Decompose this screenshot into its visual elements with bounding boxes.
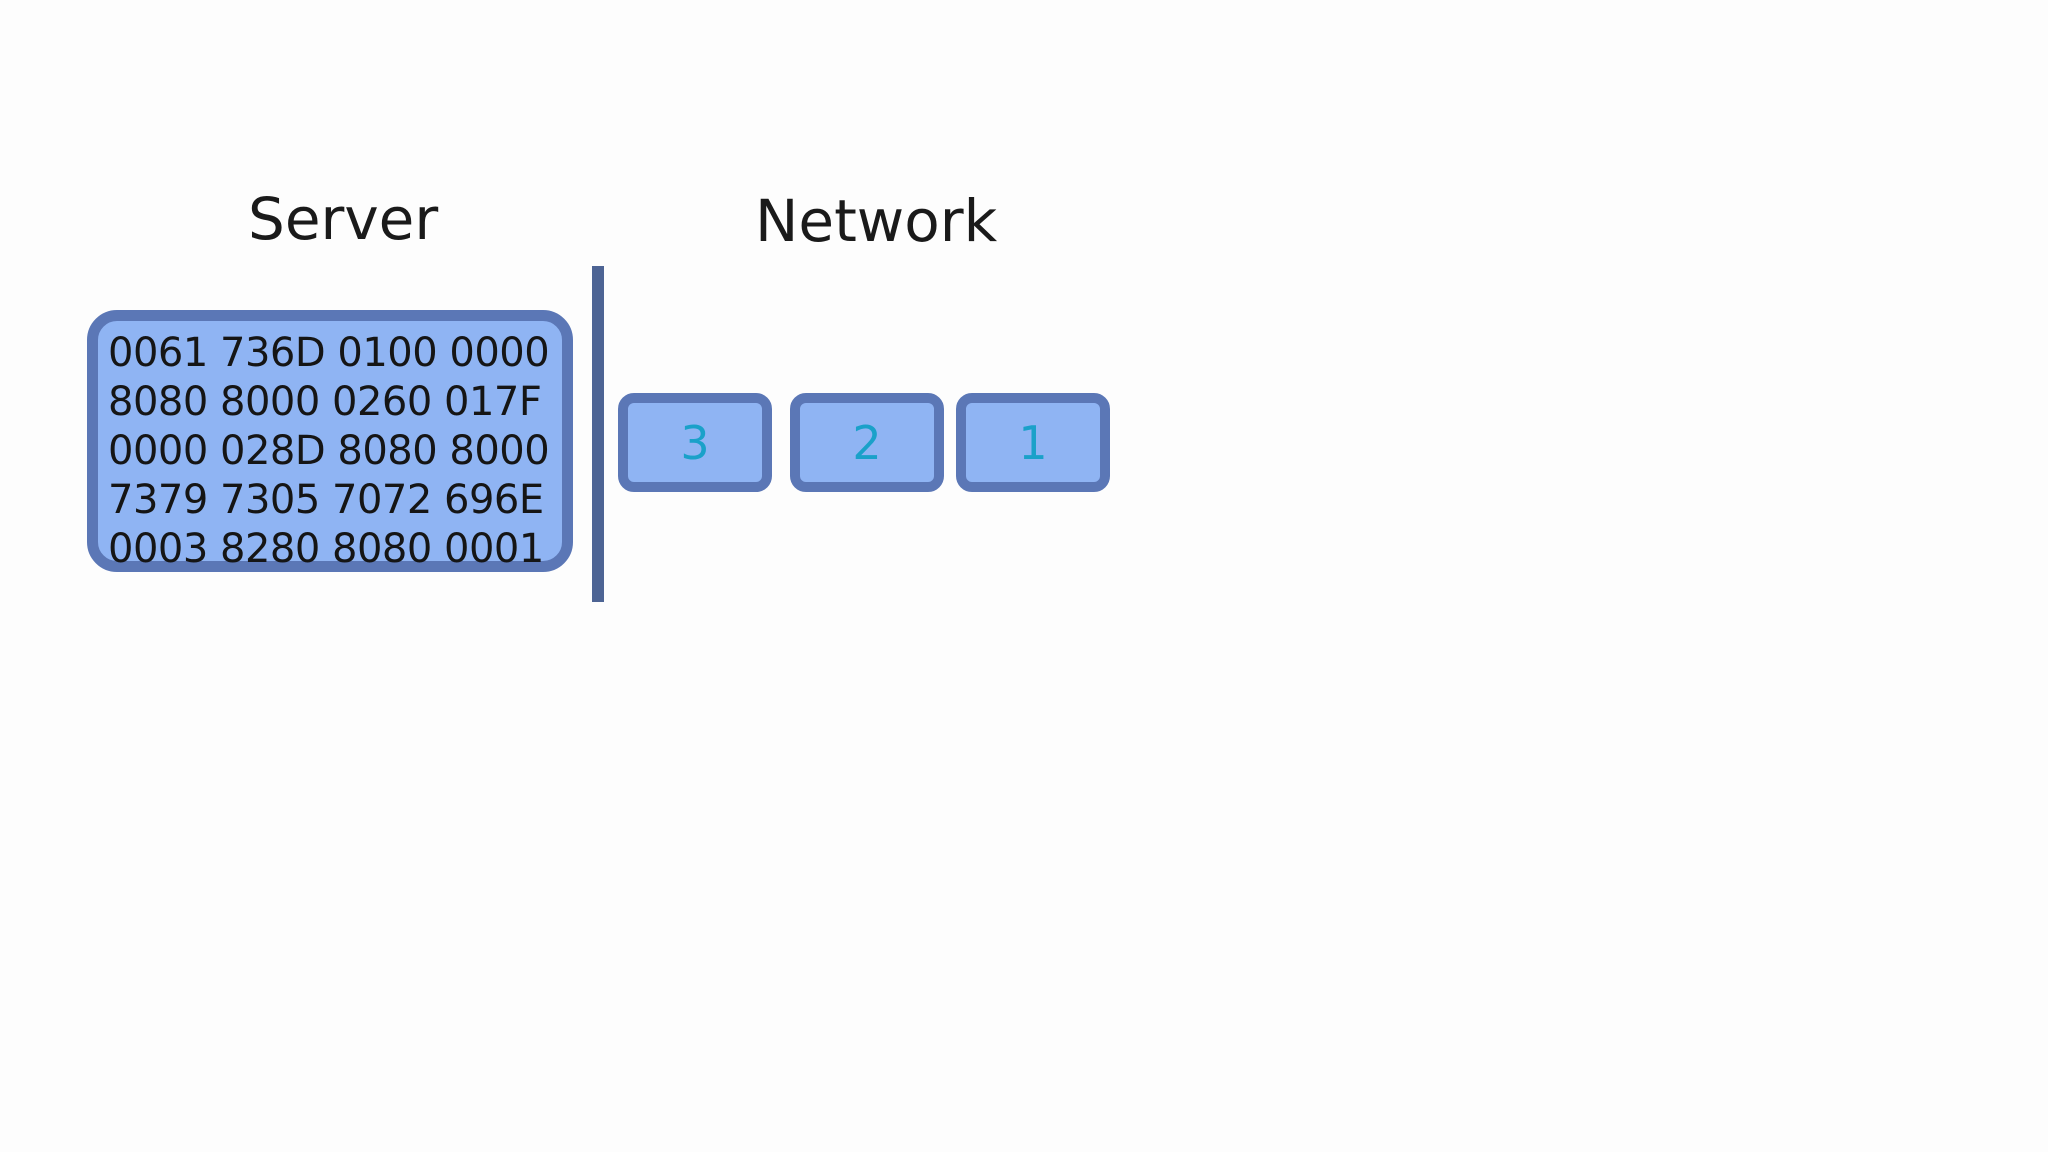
hex-line: 7379 7305 7072 696E [108, 477, 544, 523]
network-packet: 1 [956, 393, 1110, 492]
hex-line: 0000 028D 8080 8000 [108, 428, 550, 474]
packet-number: 2 [852, 415, 882, 470]
hex-line: 8080 8000 0260 017F [108, 379, 542, 425]
packet-number: 1 [1018, 415, 1048, 470]
network-packet: 2 [790, 393, 944, 492]
network-packet: 3 [618, 393, 772, 492]
hex-line: 0061 736D 0100 0000 [108, 330, 550, 376]
server-network-divider [592, 266, 604, 602]
server-data-block: 0061 736D 0100 0000 8080 8000 0260 017F … [87, 310, 573, 572]
hex-line: 0003 8280 8080 0001 [108, 526, 544, 572]
packet-number: 3 [680, 415, 710, 470]
server-heading: Server [248, 185, 439, 253]
network-heading: Network [755, 187, 998, 255]
